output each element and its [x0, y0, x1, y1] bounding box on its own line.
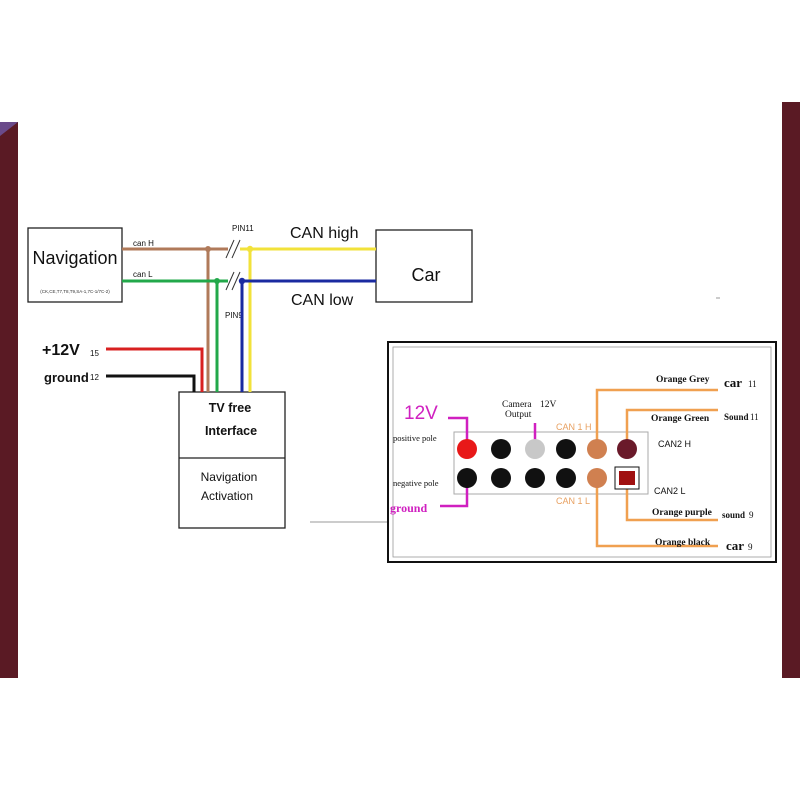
navigation-sublabel: (CK,CE,T7,T8,T9,SA-1,7C-1/7C-2): [40, 289, 110, 294]
can2h-label: CAN2 H: [658, 439, 691, 449]
can2l-label: CAN2 L: [654, 486, 686, 496]
pin11-label: PIN11: [232, 224, 254, 233]
orange-purple-label: Orange purple: [652, 508, 712, 518]
pin-top-6-can2h: [617, 439, 637, 459]
camera-label-line2: Output: [505, 410, 532, 420]
left-frame-bar: [0, 122, 18, 678]
negative-pole-label: negative pole: [393, 478, 439, 488]
can-low-label: CAN low: [291, 292, 354, 309]
orange-grey-label: Orange Grey: [656, 375, 710, 385]
sound-top-pin: 11: [750, 412, 759, 422]
orange-black-wire: [595, 478, 718, 548]
pin-top-4: [556, 439, 576, 459]
car-label: Car: [411, 265, 440, 285]
sound-top-label: Sound: [724, 412, 749, 422]
left-frame-corner: [0, 122, 18, 136]
ground-wire: [106, 374, 196, 392]
positive-pole-label: positive pole: [393, 433, 437, 443]
pin-bottom-5-can1l: [587, 468, 607, 488]
pin-top-5-can1h: [587, 439, 607, 459]
pin-top-2: [491, 439, 511, 459]
car-box: [375, 229, 473, 303]
connector-12v-label: 12V: [404, 403, 438, 424]
plus12v-pin: 15: [90, 349, 99, 358]
car-top-pin: 11: [748, 379, 757, 389]
pin9-break-2: [231, 271, 241, 291]
orange-grey-wire: [595, 388, 718, 446]
power-wire: [106, 347, 204, 392]
sound-bottom-label: sound: [722, 510, 745, 520]
can1l-label: CAN 1 L: [556, 496, 590, 506]
camera-12v-label: 12V: [540, 400, 557, 410]
can-high-junction: [246, 245, 254, 253]
pin9-label: PIN9: [225, 311, 243, 320]
pin11-break-1: [225, 239, 235, 259]
connector-ground-label: ground: [390, 501, 427, 515]
pin-bottom-3: [525, 468, 545, 488]
pin-top-1-positive: [457, 439, 477, 459]
can-h-label: can H: [133, 239, 154, 248]
car-top-label: car: [724, 375, 742, 390]
ground-label: ground: [44, 370, 89, 385]
interface-box: [178, 391, 286, 529]
pin-bottom-2: [491, 468, 511, 488]
pin11-break-2: [231, 239, 241, 259]
can1h-label: CAN 1 H: [556, 422, 592, 432]
interface-line1: TV free: [209, 401, 251, 415]
sound-bottom-pin: 9: [749, 510, 754, 520]
interface-line2: Interface: [205, 424, 257, 438]
can-high-label: CAN high: [290, 225, 358, 242]
pin-top-3-camera: [525, 439, 545, 459]
pin-bottom-6-can2l-fill: [619, 471, 635, 485]
orange-black-label: Orange black: [655, 538, 711, 548]
navigation-label: Navigation: [32, 248, 117, 268]
orange-green-wire: [625, 408, 718, 446]
plus12v-label: +12V: [42, 342, 80, 359]
connector-panel-inner: [392, 346, 772, 558]
can-l-label: can L: [133, 270, 153, 279]
navigation-box: [27, 227, 123, 303]
pin-bottom-1-negative: [457, 468, 477, 488]
car-bottom-pin: 9: [748, 542, 753, 552]
pin9-break-1: [225, 271, 235, 291]
12v-leader: [448, 416, 469, 446]
ground-pin: 12: [90, 373, 99, 382]
right-frame-bar: [782, 102, 800, 678]
camera-label-line1: Camera: [502, 400, 532, 410]
orange-green-label: Orange Green: [651, 414, 710, 424]
can-low-junction: [238, 277, 246, 285]
car-bottom-label: car: [726, 538, 744, 553]
activation-line2: Activation: [201, 489, 253, 503]
orange-purple-wire: [625, 478, 718, 522]
pin-bottom-4: [556, 468, 576, 488]
activation-line1: Navigation: [201, 470, 258, 484]
